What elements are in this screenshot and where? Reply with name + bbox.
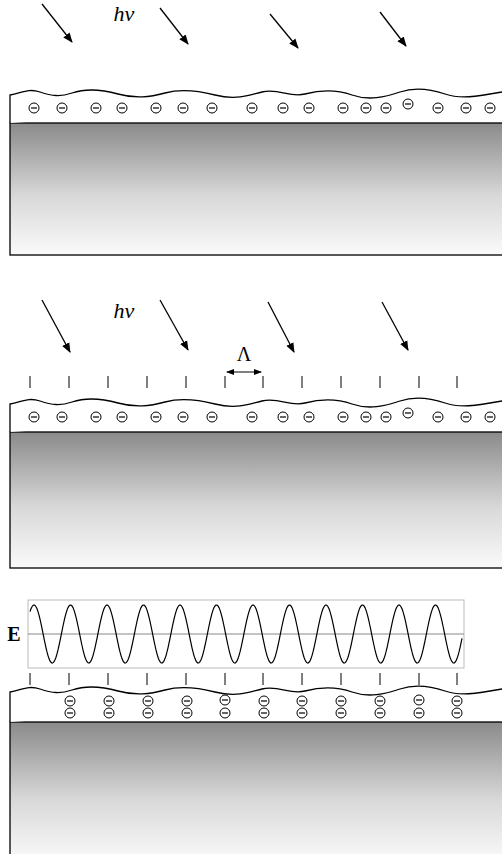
photon-label: hν <box>114 300 135 322</box>
electrons <box>29 99 495 113</box>
substrate <box>10 123 502 255</box>
electron-pairs <box>65 695 462 718</box>
field-plot-frame <box>28 600 464 668</box>
field-label: E <box>7 624 20 644</box>
electrons <box>29 408 495 422</box>
period-arrow <box>227 371 261 372</box>
substrate <box>10 722 502 854</box>
surface-layer <box>10 686 502 722</box>
field-axis <box>28 634 464 635</box>
period-ticks <box>30 376 457 388</box>
surface-layer <box>10 398 502 432</box>
period-label: Λ <box>237 344 252 364</box>
period-ticks <box>30 673 457 685</box>
substrate <box>10 432 502 568</box>
field-wave <box>30 605 462 663</box>
photon-label: hν <box>114 3 135 25</box>
photon-arrows <box>42 300 408 352</box>
photon-arrows <box>42 4 406 48</box>
surface-layer <box>10 89 502 123</box>
